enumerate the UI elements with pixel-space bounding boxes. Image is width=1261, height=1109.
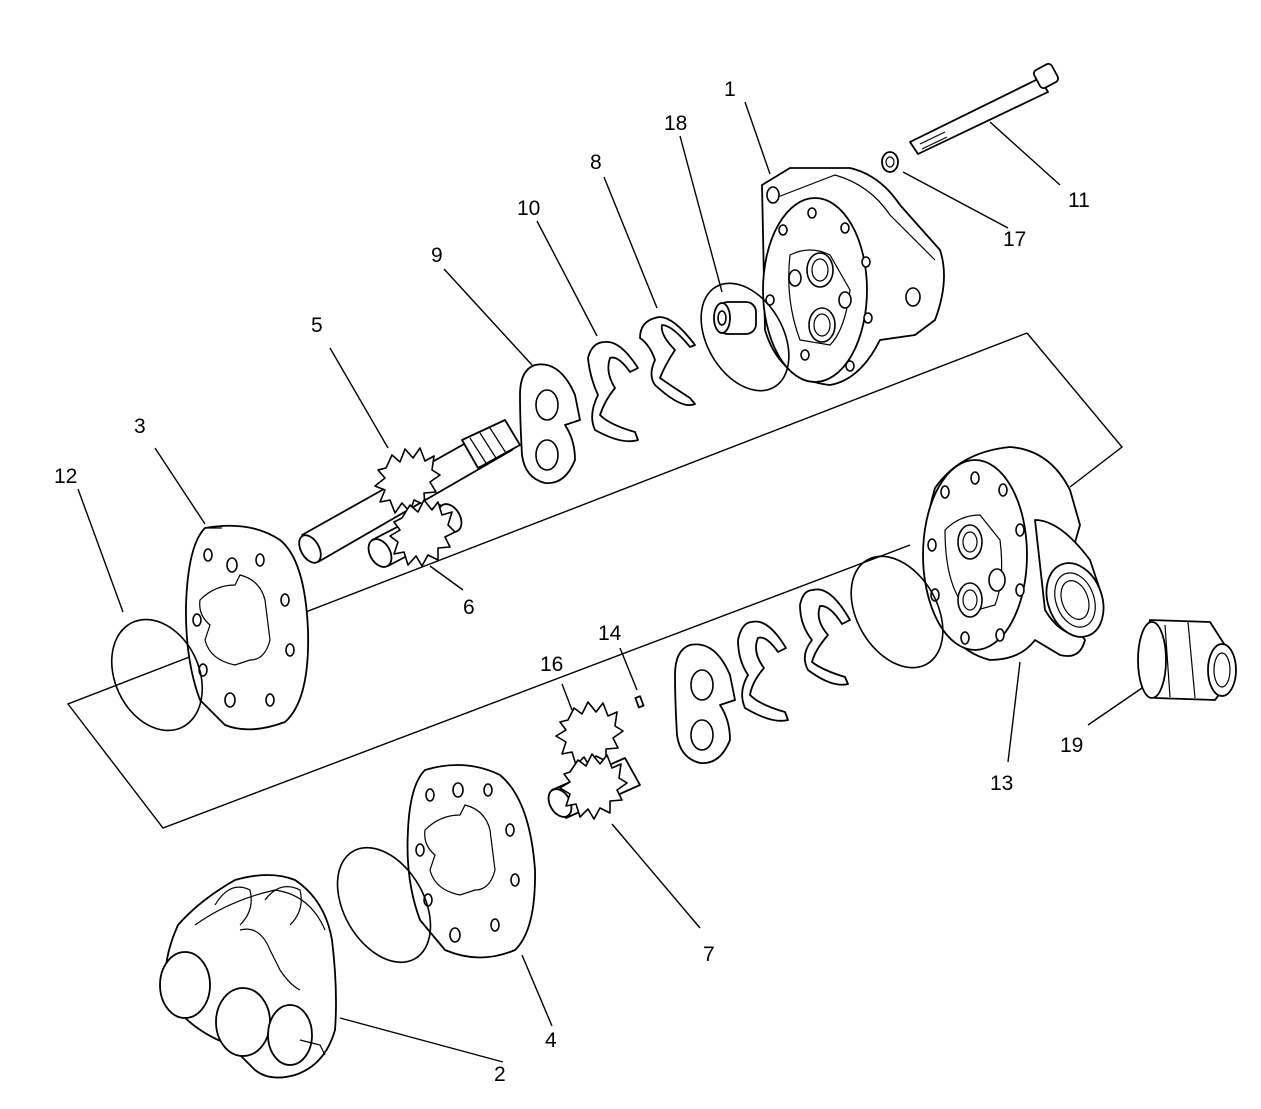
callout-6: 6 xyxy=(463,596,475,619)
callout-14: 14 xyxy=(598,622,622,645)
key-part-14 xyxy=(634,695,645,709)
gear-part-16 xyxy=(555,701,624,768)
seal-part-10 xyxy=(587,341,639,443)
callout-8: 8 xyxy=(590,151,602,174)
housing-plate-part-3 xyxy=(185,524,310,731)
washer-part-17 xyxy=(881,151,899,173)
gear-shaft-part-7 xyxy=(547,753,641,820)
callout-19: 19 xyxy=(1060,734,1083,757)
callout-12: 12 xyxy=(54,465,77,488)
bolt-part-11 xyxy=(909,62,1060,155)
seal-lower-b xyxy=(737,620,789,722)
callout-7: 7 xyxy=(703,943,715,966)
o-ring-lower-right xyxy=(850,555,944,669)
housing-plate-part-4 xyxy=(406,764,536,959)
callout-16: 16 xyxy=(540,653,563,676)
pump-body-part-13 xyxy=(922,446,1105,661)
bushing-part-18 xyxy=(700,282,790,392)
leader-lines xyxy=(77,101,1143,1063)
callout-labels: 1 2 3 4 5 6 7 8 9 10 11 12 13 14 16 17 1… xyxy=(54,78,1090,1086)
seal-part-8 xyxy=(639,316,696,406)
o-ring-part-12 xyxy=(110,618,204,732)
fitting-part-19 xyxy=(1137,619,1237,701)
callout-5: 5 xyxy=(311,314,323,337)
wear-plate-lower xyxy=(674,643,736,764)
callout-10: 10 xyxy=(517,197,540,220)
callout-3: 3 xyxy=(134,415,146,438)
callout-13: 13 xyxy=(990,772,1013,795)
drive-shaft-part-5 xyxy=(298,419,521,564)
assembly-group-outline xyxy=(1026,332,1124,488)
driven-gear-part-6 xyxy=(367,499,463,568)
callout-17: 17 xyxy=(1003,228,1026,251)
callout-1: 1 xyxy=(724,78,736,101)
seal-lower-a xyxy=(799,588,851,686)
wear-plate-part-9 xyxy=(519,363,581,484)
callout-9: 9 xyxy=(431,244,443,267)
callout-18: 18 xyxy=(664,112,687,135)
o-ring-lower-left xyxy=(336,846,432,964)
end-cover-part-1 xyxy=(761,167,945,386)
callout-2: 2 xyxy=(494,1063,506,1086)
callout-11: 11 xyxy=(1068,189,1090,212)
callout-4: 4 xyxy=(545,1029,557,1052)
rear-cover-part-2 xyxy=(159,874,337,1079)
